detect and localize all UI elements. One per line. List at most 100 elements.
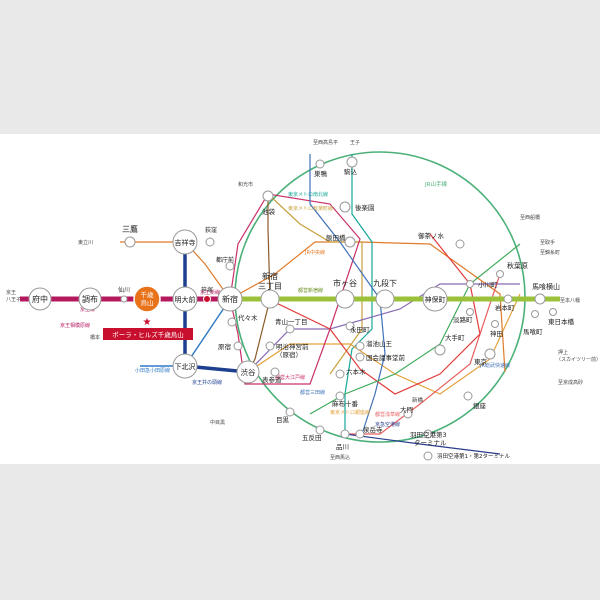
station-haneda-t12[interactable]: 羽田空港第1・第2ターミナル — [423, 451, 510, 461]
svg-text:六本木: 六本木 — [346, 367, 366, 376]
terminus-oshiage: 押上 — [558, 349, 568, 356]
station-shinagawa[interactable]: 品川 — [336, 429, 350, 451]
station-mitaka[interactable]: 三鷹 — [122, 224, 138, 234]
station-yoyogi[interactable]: 代々木 — [227, 313, 258, 327]
station-shimokitazawa[interactable]: 下北沢 — [172, 353, 198, 379]
svg-text:市ヶ谷: 市ヶ谷 — [333, 278, 357, 288]
station-ichigaya[interactable]: 市ヶ谷 — [333, 278, 357, 309]
station-sasazuka[interactable] — [203, 295, 211, 303]
station-ogikubo-dot — [205, 237, 215, 247]
station-iidabashi[interactable]: 飯田橋 — [326, 233, 356, 248]
svg-text:銀座: 銀座 — [473, 401, 487, 410]
station-tameike-sanno[interactable]: 溜池山王 — [355, 339, 393, 351]
station-ikebukuro[interactable]: 池袋 — [262, 190, 276, 216]
line-label-tokyo-metro-ginza: 東京メトロ銀座線 — [330, 409, 370, 416]
tokyo-metro-hanzomon-line — [247, 283, 520, 373]
terminus-wakoshi: 和光市 — [238, 181, 253, 188]
station-tochomae[interactable]: 都庁前 — [216, 256, 234, 264]
shinjuku-sanchome-line1: 新宿 — [262, 271, 278, 281]
station-meiji-jingumae[interactable]: 明治神宮前 （原宿） — [265, 341, 309, 359]
station-aoyama-itchome[interactable]: 青山一丁目 — [275, 317, 308, 334]
station-iwamotocho[interactable]: 岩本町 — [495, 294, 515, 312]
station-kichijoji[interactable]: 吉祥寺 — [172, 229, 198, 255]
svg-text:目黒: 目黒 — [276, 416, 290, 424]
station-tokyo[interactable]: 東京 — [474, 348, 496, 366]
station-label-sasazuka: 笹塚 — [201, 286, 213, 294]
property-marker-text-line1: 千歳 — [141, 290, 155, 299]
station-ochanomizu[interactable]: 御茶ノ水 — [418, 231, 465, 249]
svg-text:麻布十番: 麻布十番 — [332, 399, 359, 408]
svg-text:東京: 東京 — [474, 357, 488, 366]
station-ogawamachi[interactable]: 小川町 — [466, 280, 499, 289]
svg-text:後楽園: 後楽園 — [355, 203, 375, 212]
station-shinjuku-sanchome[interactable]: 新宿 三丁目 — [258, 271, 282, 309]
svg-text:羽田空港第1・第2ターミナル: 羽田空港第1・第2ターミナル — [437, 452, 510, 460]
terminus-nishi-funabashi: 至西船橋 — [520, 214, 540, 221]
terminus-toride: 至取手 — [540, 239, 555, 246]
svg-text:青山一丁目: 青山一丁目 — [275, 317, 308, 326]
line-label-jr-sobu: JR総武快速線 — [479, 362, 510, 369]
station-kokkai-gijidomae[interactable]: 国会議事堂前 — [355, 352, 406, 362]
station-meguro[interactable]: 目黒 — [276, 407, 295, 424]
svg-text:国会議事堂前: 国会議事堂前 — [366, 353, 406, 362]
station-azabu-juban[interactable]: 麻布十番 — [332, 391, 359, 408]
station-gotanda[interactable]: 五反田 — [302, 425, 325, 442]
station-haneda-t3[interactable]: 羽田空港第3 ターミナル — [410, 429, 447, 447]
line-label-keio-sagamihara: 京王相模原線 — [60, 322, 90, 329]
svg-text:泉岳寺: 泉岳寺 — [363, 425, 383, 434]
station-shinjuku[interactable]: 新宿 — [217, 286, 243, 312]
meiji-jingumae-line1: 明治神宮前 — [276, 342, 309, 351]
terminus-keisei-takasago: 至京成高砂 — [558, 379, 583, 386]
station-omotesando[interactable]: 表参道 — [262, 367, 282, 384]
station-shibuya[interactable]: 渋谷 — [236, 360, 260, 384]
terminus-higashi-tachikawa: 東立川 — [78, 239, 93, 246]
station-daimon[interactable]: 大門 — [400, 405, 413, 419]
station-korakuen[interactable]: 後楽園 — [339, 201, 375, 213]
station-chofu[interactable]: 調布 — [78, 287, 102, 311]
station-awajicho[interactable]: 淡路町 — [453, 308, 474, 325]
property-star-icon: ★ — [143, 317, 152, 328]
property-marker-text-line2: 烏山 — [141, 298, 154, 307]
station-harajuku[interactable]: 原宿 — [218, 341, 243, 351]
line-label-jr-yamanote: JR山手線 — [424, 180, 447, 188]
svg-text:馬喰横山: 馬喰横山 — [532, 282, 560, 291]
terminus-keio-hachioji-2: 八王子 — [6, 296, 21, 303]
station-meidaimae[interactable]: 明大前 — [172, 286, 198, 312]
svg-text:東日本橋: 東日本橋 — [548, 317, 575, 326]
station-ogikubo[interactable]: 荻窪 — [205, 226, 217, 234]
svg-text:九段下: 九段下 — [373, 278, 397, 288]
line-label-tokyo-metro-yurakucho: 東京メトロ有楽町線 — [288, 205, 333, 212]
station-otemachi[interactable]: 大手町 — [434, 333, 465, 356]
svg-text:御茶ノ水: 御茶ノ水 — [418, 231, 445, 240]
station-bakurocho[interactable]: 馬喰町 — [523, 310, 543, 337]
station-kanda[interactable]: 神田 — [490, 320, 503, 339]
svg-text:池袋: 池袋 — [262, 207, 276, 216]
station-higashi-nihombashi[interactable]: 東日本橋 — [548, 308, 575, 327]
station-jimbocho[interactable]: 神保町 — [422, 286, 448, 312]
svg-text:小川町: 小川町 — [478, 280, 498, 289]
toei-oedo-line — [229, 193, 361, 385]
station-fuchu[interactable]: 府中 — [28, 287, 52, 311]
station-komagome[interactable]: 駒込 — [344, 156, 358, 176]
svg-text:渋谷: 渋谷 — [241, 367, 256, 377]
station-mitaka-dot — [124, 236, 136, 248]
jr-chuo-line — [120, 241, 506, 373]
property-station-chitose-karasuyama[interactable]: 千歳 烏山 — [133, 285, 161, 313]
line-label-jr-chuo: JR中央線 — [304, 249, 325, 256]
terminus-oshiage-2: （スカイツリー前） — [556, 356, 600, 363]
station-sengakuji[interactable]: 泉岳寺 — [355, 425, 383, 439]
svg-text:府中: 府中 — [32, 294, 48, 304]
station-nagatacho[interactable]: 永田町 — [345, 321, 370, 334]
station-ginza[interactable]: 銀座 — [463, 391, 487, 410]
station-sugamo[interactable]: 巣鴨 — [314, 159, 328, 178]
station-tochomae-dot — [225, 261, 235, 271]
terminus-nakameguro: 中目黒 — [210, 419, 225, 426]
station-label-sengawa: 仙川 — [118, 286, 130, 294]
line-label-toei-asakusa: 都営浅草線 — [375, 411, 400, 418]
station-akihabara[interactable]: 秋葉原 — [496, 261, 529, 278]
terminus-oji: 王子 — [350, 139, 360, 146]
station-kudanshita[interactable]: 九段下 — [373, 278, 397, 309]
station-sengawa[interactable] — [120, 295, 128, 303]
station-bakuro-yokoyama[interactable]: 馬喰横山 — [532, 282, 560, 305]
station-roppongi[interactable]: 六本木 — [335, 367, 366, 379]
